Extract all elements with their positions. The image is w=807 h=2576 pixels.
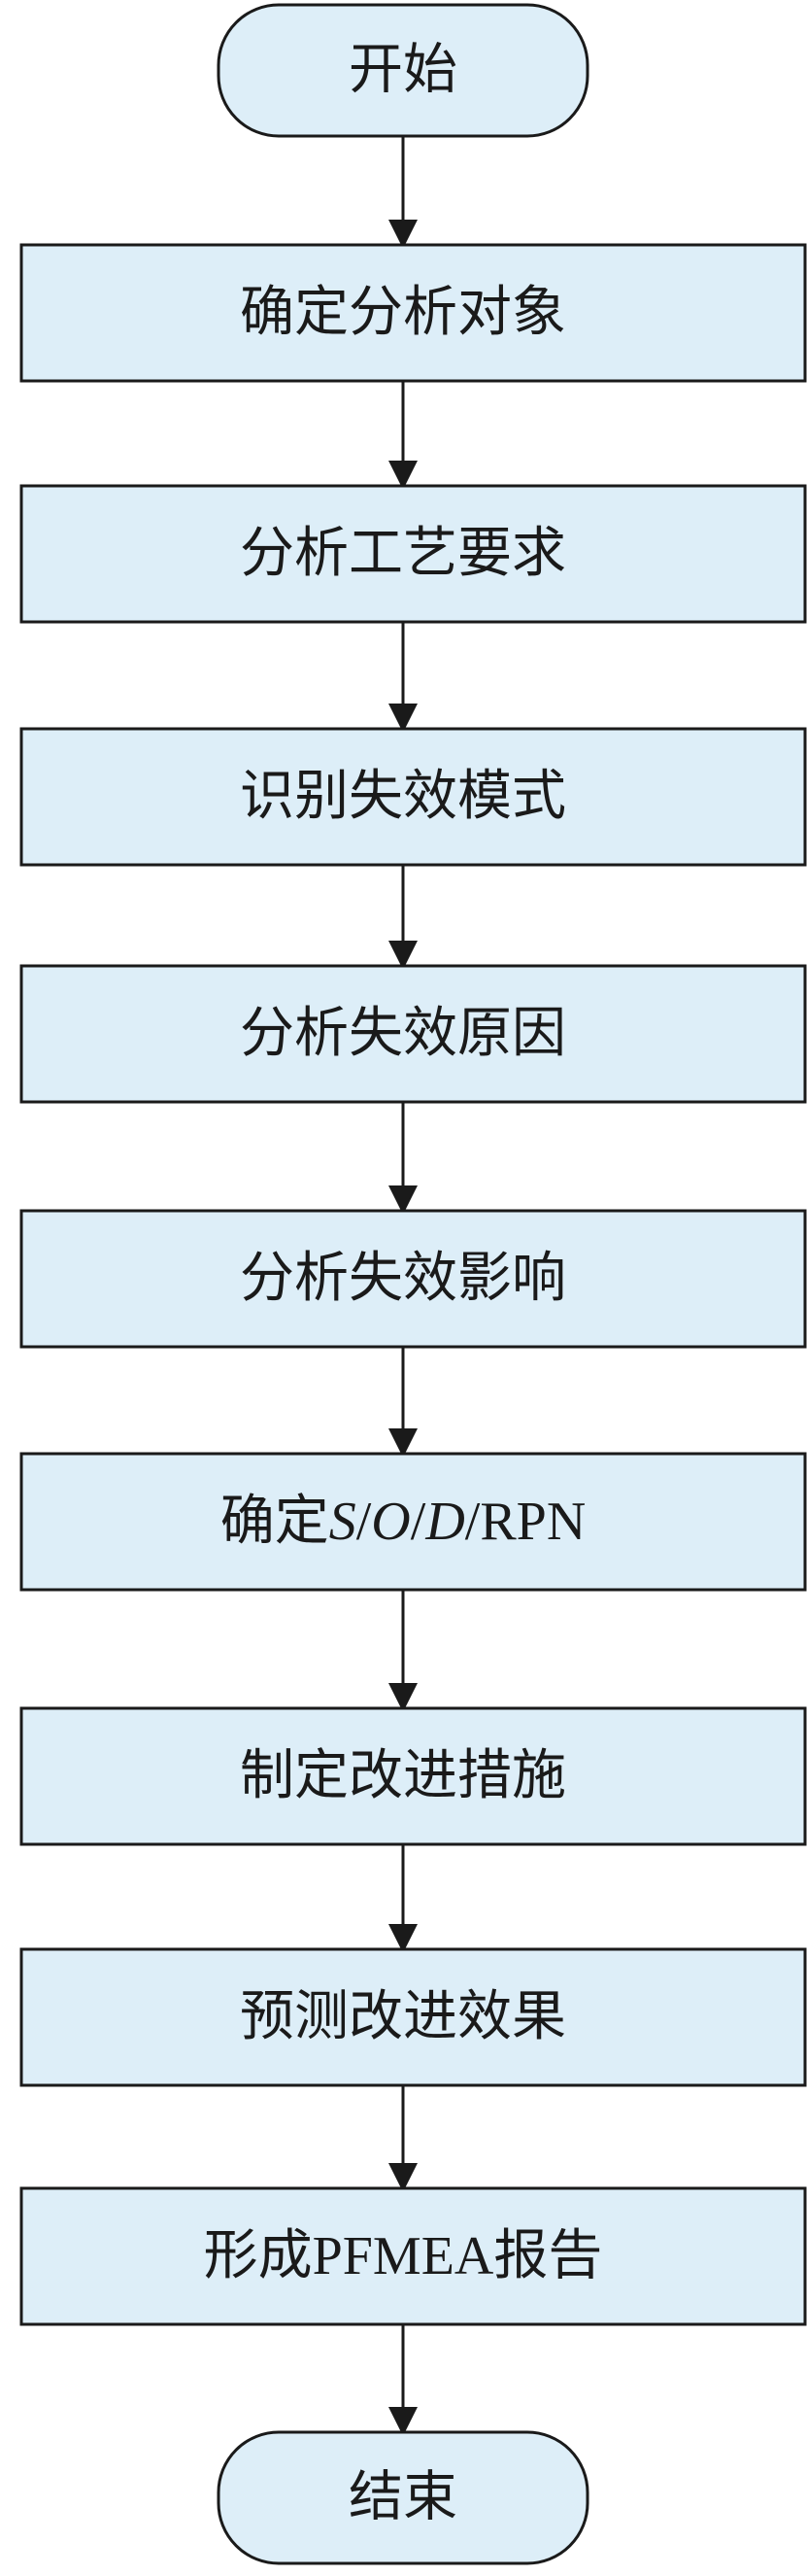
define-improvements-label-segment: 制定改进措施 [240,1746,566,1806]
determine-object-label-segment: 确定分析对象 [240,283,566,343]
predict-improvement-effect-process-box [19,1947,807,2087]
determine-object-label: 确定分析对象 [240,283,566,343]
end-label-segment: 结束 [349,2468,457,2528]
determine-sod-rpn-label-segment: / [356,1492,372,1552]
predict-improvement-effect-label-segment: 预测改进效果 [240,1987,566,2047]
define-improvements-process-box [19,1706,807,1846]
determine-object-process-box [19,243,807,383]
analyze-failure-causes-label: 分析失效原因 [240,1004,566,1064]
node-end: 结束 [217,2430,589,2565]
identify-failure-modes-label: 识别失效模式 [240,767,566,827]
determine-sod-rpn-label-segment: S [329,1492,356,1552]
node-determine-sod-rpn: 确定S/O/D/RPN [19,1452,807,1592]
form-pfmea-report-label-segment: 形成PFMEA报告 [204,2226,603,2286]
analyze-requirements-label-segment: 分析工艺要求 [240,524,566,584]
start-label: 开始 [349,41,457,101]
determine-sod-rpn-label-segment: / [411,1492,426,1552]
predict-improvement-effect-label: 预测改进效果 [240,1987,566,2047]
analyze-failure-effects-label: 分析失效影响 [240,1249,566,1309]
start-label-segment: 开始 [349,41,457,101]
analyze-failure-causes-label-segment: 分析失效原因 [240,1004,566,1064]
identify-failure-modes-label-segment: 识别失效模式 [240,767,566,827]
analyze-failure-effects-process-box [19,1209,807,1349]
determine-sod-rpn-label: 确定S/O/D/RPN [220,1492,587,1552]
node-form-pfmea-report: 形成PFMEA报告 [19,2186,807,2326]
form-pfmea-report-process-box [19,2186,807,2326]
form-pfmea-report-label: 形成PFMEA报告 [204,2226,603,2286]
analyze-requirements-label: 分析工艺要求 [240,524,566,584]
analyze-failure-causes-process-box [19,964,807,1104]
determine-sod-rpn-label-segment: /RPN [465,1492,587,1552]
start-terminal-shape [217,3,589,138]
node-predict-improvement-effect: 预测改进效果 [19,1947,807,2087]
nodes: 开始确定分析对象分析工艺要求识别失效模式分析失效原因分析失效影响确定S/O/D/… [19,3,807,2565]
analyze-failure-effects-label-segment: 分析失效影响 [240,1249,566,1309]
determine-sod-rpn-label-segment: D [424,1492,464,1552]
node-determine-object: 确定分析对象 [19,243,807,383]
node-define-improvements: 制定改进措施 [19,1706,807,1846]
node-start: 开始 [217,3,589,138]
end-label: 结束 [349,2468,457,2528]
node-analyze-failure-effects: 分析失效影响 [19,1209,807,1349]
determine-sod-rpn-label-segment: O [371,1492,410,1552]
determine-sod-rpn-process-box [19,1452,807,1592]
node-identify-failure-modes: 识别失效模式 [19,727,807,867]
determine-sod-rpn-label-segment: 确定 [220,1492,329,1552]
define-improvements-label: 制定改进措施 [240,1746,566,1806]
analyze-requirements-process-box [19,484,807,624]
node-analyze-failure-causes: 分析失效原因 [19,964,807,1104]
end-terminal-shape [217,2430,589,2565]
node-analyze-requirements: 分析工艺要求 [19,484,807,624]
identify-failure-modes-process-box [19,727,807,867]
